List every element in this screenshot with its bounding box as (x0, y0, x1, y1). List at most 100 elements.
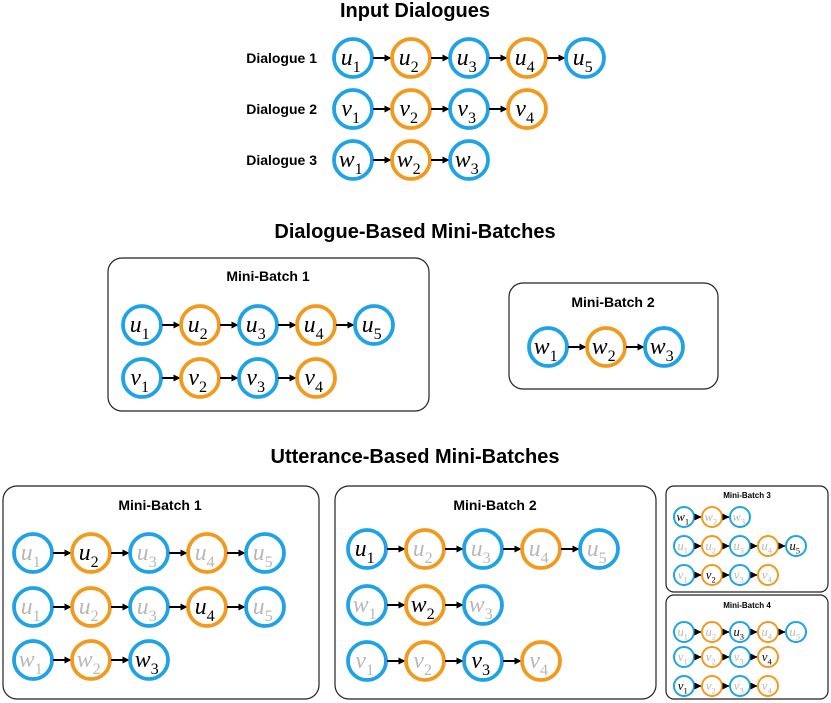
utterance-label: v2 (706, 679, 716, 696)
utterance-label: u3 (137, 594, 157, 625)
utterance-symbol: u (457, 45, 469, 71)
utterance-symbol: u (341, 45, 353, 71)
utterance-subscript: 3 (149, 554, 157, 571)
orange-utterance-circle (179, 304, 221, 346)
orange-utterance-circle (701, 506, 723, 528)
utterance-label: u1 (678, 539, 689, 556)
utterance-symbol: w (339, 147, 355, 173)
utterance-subscript: 2 (424, 662, 432, 679)
blue-utterance-circle (12, 586, 54, 628)
blue-utterance-circle (462, 640, 504, 682)
utterance-label: u3 (137, 540, 157, 571)
utterance-label: w1 (339, 147, 363, 178)
orange-utterance-circle (390, 139, 432, 181)
utterance-symbol: u (734, 625, 740, 639)
utterance-node: v1 (673, 675, 695, 697)
utterance-node: u5 (244, 532, 286, 574)
utterance-symbol: v (706, 679, 712, 693)
utterance-node: v3 (729, 564, 751, 586)
blue-utterance-circle (448, 139, 490, 181)
utterance-label: v3 (471, 648, 490, 679)
utterance-node: u3 (729, 535, 751, 557)
blue-utterance-circle (128, 586, 170, 628)
utterance-label: u1 (21, 594, 41, 625)
utterance-node: w2 (585, 326, 627, 368)
utterance-label: w3 (733, 510, 746, 527)
utterance-symbol: w (397, 147, 413, 173)
utterance-node: v2 (179, 357, 221, 399)
orange-utterance-circle (506, 37, 548, 79)
utterance-subscript: 3 (482, 662, 490, 679)
utterance-subscript: 5 (796, 545, 800, 555)
utterance-subscript: 2 (199, 379, 207, 396)
utterance-symbol: u (706, 539, 712, 553)
utterance-node: u2 (701, 621, 723, 643)
utterance-label: u4 (762, 625, 773, 642)
utterance-label: w3 (455, 147, 479, 178)
utterance-subscript: 3 (741, 516, 745, 526)
utterance-subscript: 2 (425, 550, 433, 567)
utterance-symbol: w (705, 510, 714, 524)
orange-utterance-circle (404, 640, 446, 682)
utterance-symbol: u (137, 540, 149, 566)
utterance-symbol: v (130, 365, 141, 391)
orange-utterance-circle (506, 88, 548, 130)
utterance-label: u5 (253, 594, 273, 625)
blue-utterance-circle (729, 675, 751, 697)
orange-utterance-circle (757, 564, 779, 586)
blue-utterance-circle (462, 528, 504, 570)
utterance-label: u2 (79, 540, 99, 571)
utterance-symbol: u (399, 45, 411, 71)
blue-utterance-circle (244, 532, 286, 574)
utterance-node: u2 (179, 304, 221, 346)
utterance-symbol: w (455, 147, 471, 173)
utterance-symbol: u (21, 594, 33, 620)
utterance-subscript: 5 (265, 608, 273, 625)
utterance-symbol: u (734, 539, 740, 553)
utterance-node: w2 (70, 639, 112, 681)
section-title-utterance-based: Utterance-Based Mini-Batches (271, 446, 560, 468)
utterance-subscript: 2 (711, 574, 715, 584)
utterance-subscript: 1 (33, 608, 41, 625)
utterance-subscript: 1 (142, 326, 150, 343)
utterance-subscript: 4 (540, 662, 548, 679)
utterance-subscript: 2 (91, 608, 99, 625)
utterance-subscript: 5 (265, 554, 273, 571)
utterance-node: v3 (448, 88, 490, 130)
utterance-node: u1 (673, 621, 695, 643)
orange-utterance-circle (295, 304, 337, 346)
blue-utterance-circle (673, 506, 695, 528)
utterance-label: v2 (706, 568, 716, 585)
utterance-subscript: 3 (739, 656, 743, 666)
utterance-symbol: v (515, 96, 526, 122)
mini-batch-title: Mini-Batch 1 (226, 268, 309, 284)
utterance-subscript: 2 (427, 606, 435, 623)
utterance-label: u2 (188, 312, 208, 343)
utterance-node: u3 (128, 532, 170, 574)
utterance-symbol: w (353, 592, 369, 618)
utterance-label: v4 (762, 568, 773, 585)
utterance-symbol: u (362, 312, 374, 338)
utterance-subscript: 1 (683, 574, 687, 584)
utterance-label: w2 (705, 510, 718, 527)
utterance-symbol: v (304, 365, 315, 391)
blue-utterance-circle (673, 535, 695, 557)
utterance-label: u4 (762, 539, 773, 556)
orange-utterance-circle (757, 646, 779, 668)
utterance-node: u3 (237, 304, 279, 346)
utterance-symbol: u (195, 594, 207, 620)
utterance-subscript: 2 (91, 554, 99, 571)
utterance-node: v4 (520, 640, 562, 682)
blue-utterance-circle (346, 640, 388, 682)
utterance-label: u4 (195, 540, 215, 571)
blue-utterance-circle (121, 304, 163, 346)
utterance-symbol: v (762, 650, 768, 664)
utterance-label: v1 (341, 96, 360, 127)
utterance-subscript: 2 (200, 326, 208, 343)
utterance-subscript: 4 (316, 326, 324, 343)
utterance-symbol: v (399, 96, 410, 122)
utterance-symbol: u (587, 536, 599, 562)
